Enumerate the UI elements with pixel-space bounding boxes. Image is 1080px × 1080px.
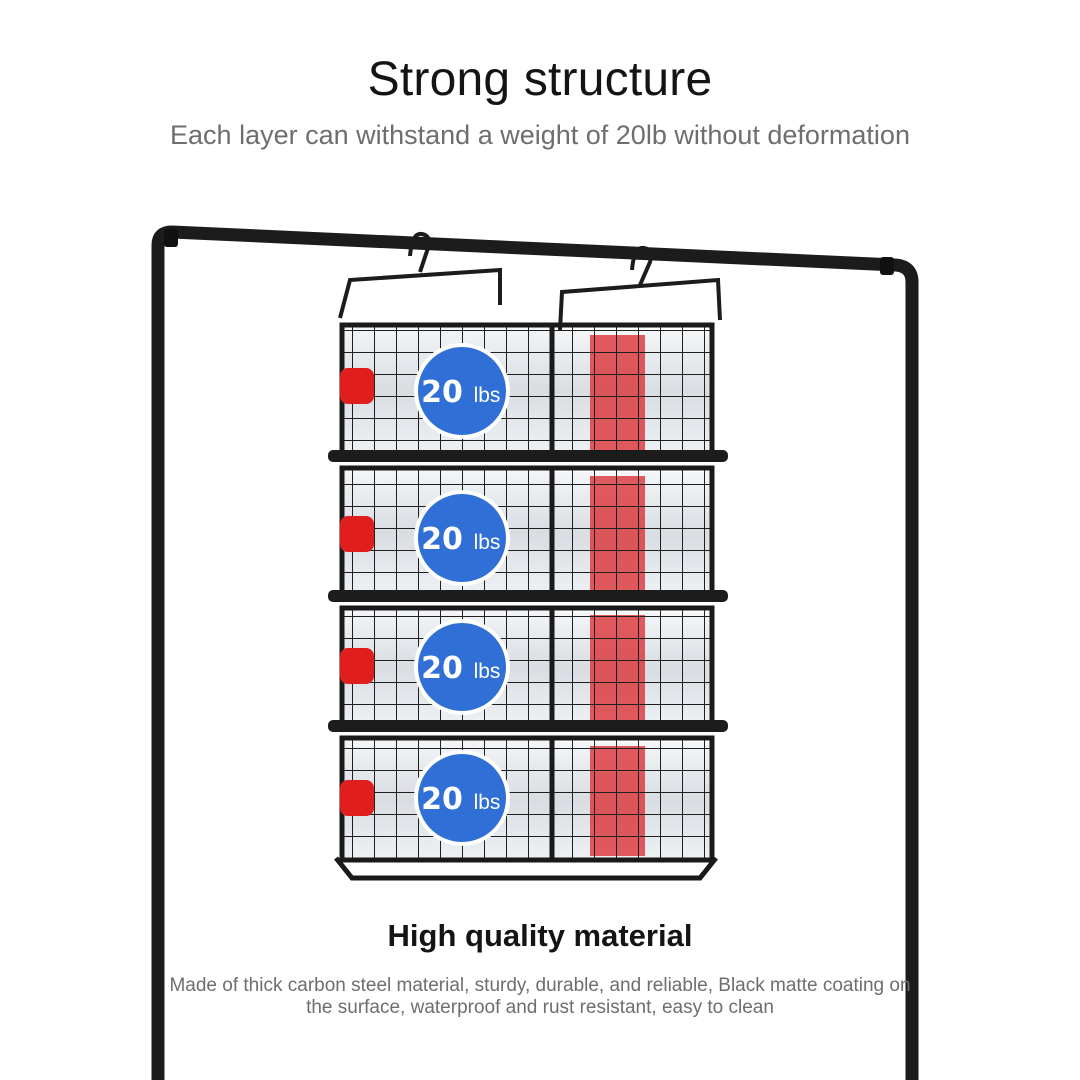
weight-badge-4: 20 lbs (414, 750, 510, 846)
basket-layer-3 (328, 605, 728, 732)
weight-badge-2: 20 lbs (414, 490, 510, 586)
badge-number: 20 (421, 782, 463, 817)
feature-title: High quality material (387, 918, 693, 953)
badge-number: 20 (421, 375, 463, 410)
badge-number: 20 (421, 651, 463, 686)
basket-layer-2 (328, 465, 728, 602)
badge-unit: lbs (474, 384, 501, 407)
page-subtitle: Each layer can withstand a weight of 20l… (170, 120, 910, 150)
page-title: Strong structure (367, 53, 713, 106)
basket-layer-4 (334, 735, 718, 881)
rack-frame (151, 225, 919, 1080)
badge-unit: lbs (474, 791, 501, 814)
weight-badge-3: 20 lbs (414, 619, 510, 715)
badge-unit: lbs (474, 531, 501, 554)
weight-badge-1: 20 lbs (414, 343, 510, 439)
badge-unit: lbs (474, 660, 501, 683)
basket-stack (328, 322, 728, 881)
badge-number: 20 (421, 522, 463, 557)
basket-layer-1 (328, 322, 728, 462)
hanging-hooks (338, 231, 722, 331)
feature-description: Made of thick carbon steel material, stu… (169, 975, 911, 1018)
